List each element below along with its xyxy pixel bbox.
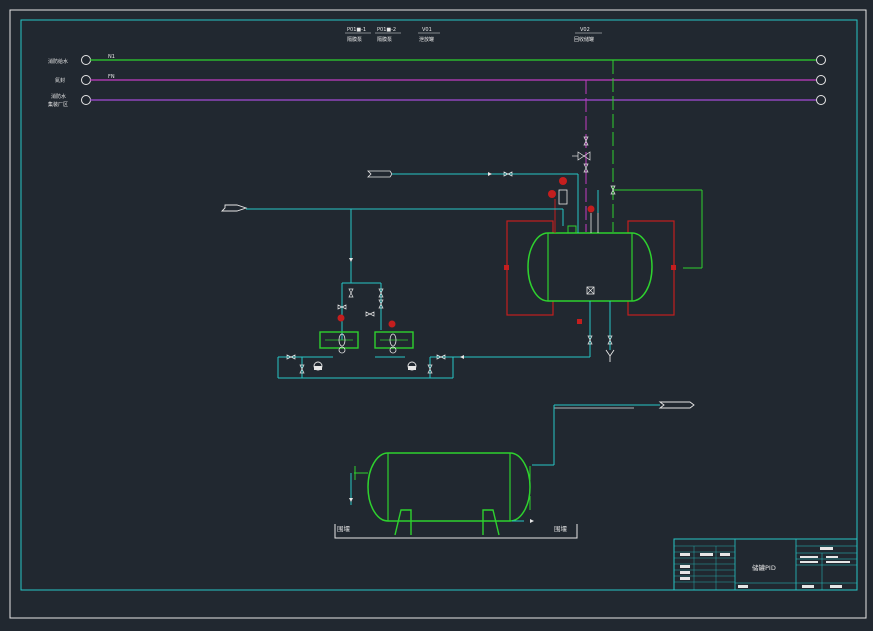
valve-icon <box>378 288 384 298</box>
header-label-1: 消防给水 <box>48 58 68 65</box>
header-code-2: FN <box>108 74 115 80</box>
legend-code-2: P01■-2 <box>377 27 396 33</box>
equipment-legend: P01■-1 隔膜泵 P01■-2 隔膜泵 V01 泄放罐 V02 回收储罐 <box>345 27 602 43</box>
drawing-title: 储罐PID <box>752 563 776 572</box>
pipe-end-symbol <box>816 55 826 65</box>
outlet-connector <box>220 204 248 212</box>
containment-bund: 围堰 围堰 <box>334 524 578 539</box>
bund-label-left: 围堰 <box>337 524 351 533</box>
valve-icon <box>337 304 347 310</box>
legend-code-3: V01 <box>422 27 432 33</box>
header-label-3b: 集装厂区 <box>48 101 68 108</box>
pipe-end-symbol <box>816 75 826 85</box>
valve-icon <box>610 185 616 195</box>
pressure-gauge-icon <box>559 177 567 185</box>
pump-p01-2 <box>374 320 417 371</box>
valve-icon <box>607 335 613 345</box>
legend-name-1: 隔膜泵 <box>347 36 362 43</box>
reactor-vessel <box>504 220 676 324</box>
header-label-3a: 消防水 <box>51 93 66 100</box>
legend-code-1: P01■-1 <box>347 27 366 33</box>
valve-icon <box>299 364 305 374</box>
bund-label-right: 围堰 <box>554 524 568 533</box>
inner-frame <box>20 19 858 591</box>
valve-icon <box>436 354 446 360</box>
title-block: 储罐PID <box>673 538 858 591</box>
inlet-connector <box>367 170 393 178</box>
pipe-end-symbol <box>816 95 826 105</box>
valve-icon <box>587 335 593 345</box>
process-lines <box>220 170 615 379</box>
drain-valve <box>586 286 595 295</box>
pressure-gauge-icon <box>337 314 345 322</box>
legend-code-4: V02 <box>580 27 590 33</box>
pump-p01-1 <box>313 314 359 371</box>
flow-arrows <box>349 172 492 359</box>
reactor-instruments <box>548 151 599 233</box>
valve-icon <box>365 311 375 317</box>
legend-name-2: 隔膜泵 <box>377 36 392 43</box>
outer-frame <box>9 9 867 619</box>
pipe-end-symbol <box>81 55 91 65</box>
valve-icon <box>583 163 589 173</box>
gauge-icon <box>587 205 595 213</box>
pipe-end-symbol <box>81 95 91 105</box>
tank-inlet-connector <box>658 401 695 409</box>
valve-icon <box>583 136 589 146</box>
storage-tank <box>349 401 695 536</box>
pipe-end-symbol <box>81 75 91 85</box>
header-pipelines: 消防给水 N1 氮封 FN 消防水 集装厂区 <box>48 54 826 108</box>
legend-name-3: 泄放罐 <box>419 36 434 43</box>
valves <box>286 136 616 374</box>
valve-icon <box>348 288 354 298</box>
legend-name-4: 回收储罐 <box>574 36 594 43</box>
header-code-1: N1 <box>108 54 115 60</box>
drain-funnel-icon <box>605 349 615 362</box>
header-label-2: 氮封 <box>55 77 65 84</box>
valve-icon <box>503 171 513 177</box>
pressure-gauge-icon <box>548 190 556 198</box>
valve-icon <box>286 354 296 360</box>
pressure-gauge-icon <box>388 320 396 328</box>
valve-icon <box>427 364 433 374</box>
header-branches <box>585 60 703 269</box>
valve-icon <box>378 299 384 309</box>
